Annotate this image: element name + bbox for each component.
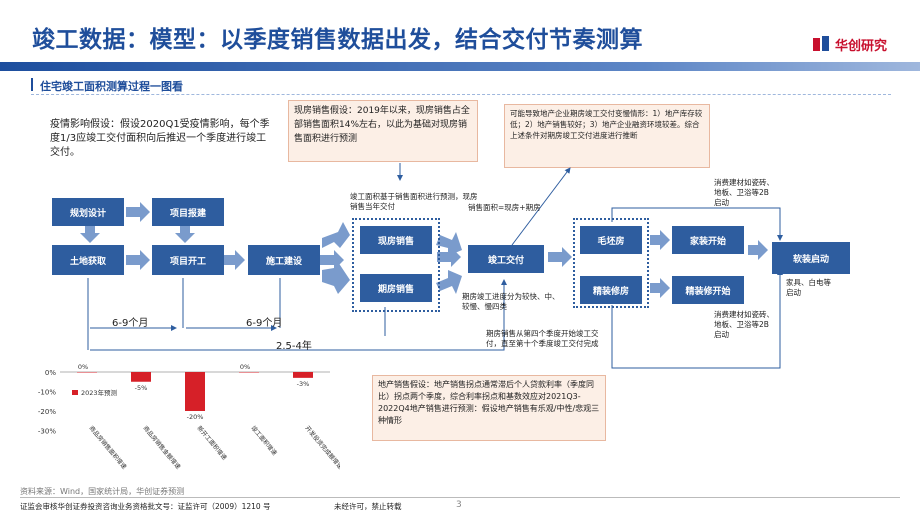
page-title: 竣工数据：模型：以季度销售数据出发，结合交付节奏测算	[32, 27, 643, 53]
category-label: 竣工面积增速	[249, 424, 278, 457]
legend-label: 2023年预测	[81, 388, 118, 397]
category-label: 新开工面积增速	[195, 424, 228, 461]
footer-divider	[20, 497, 900, 498]
section-divider	[31, 94, 891, 95]
logo-text: 华创研究	[835, 38, 888, 54]
y-tick-label: -30%	[38, 428, 56, 436]
property-sales-callout: 地产销售假设：地产销售拐点通常滞后个人贷款利率（季度同比）拐点两个季度，综合利率…	[372, 375, 606, 441]
period-land-to-completion: 2.5-4年	[276, 341, 312, 352]
bar-value-label: 0%	[240, 363, 250, 371]
construction-box: 施工建设	[248, 245, 320, 275]
fine-decor-start-box: 精装修开始	[672, 276, 744, 304]
sales-group-frame	[352, 218, 440, 312]
bar-value-label: -3%	[297, 380, 310, 388]
category-label: 商品房销售面积增速	[87, 424, 128, 471]
materials-bottom-label: 消费建材如瓷砖、地板、卫浴等2B启动	[714, 310, 774, 339]
y-tick-label: -10%	[38, 389, 56, 397]
y-tick-label: 0%	[45, 369, 56, 377]
approval-box: 项目报建	[152, 198, 224, 226]
y-tick-label: -20%	[38, 408, 56, 416]
rights-text: 未经许可，禁止转载	[334, 502, 402, 511]
bar	[293, 372, 313, 378]
forward-split-label: 期房竣工进度分为较快、中、较慢、慢四类	[462, 292, 560, 311]
forecast-bar-chart: 0% -10% -20% -30% 2023年预测 0% 商品房销售面积增速 -5% 商品房销售…	[38, 363, 340, 471]
spot-sales-box: 现房销售	[360, 226, 432, 254]
sales-assumption-callout: 现房销售假设：2019年以来，现房销售占全部销售面积14%左右，以此为基础对现房…	[288, 100, 478, 162]
bar	[77, 372, 97, 373]
appliances-label: 家具、白电等启动	[786, 278, 831, 297]
period-start-to-construction: 6-9个月	[246, 318, 283, 329]
epidemic-note: 疫情影响假设：假设2020Q1受疫情影响，每个季度1/3应竣工交付面积向后推迟一…	[50, 119, 270, 158]
planning-box: 规划设计	[52, 198, 124, 226]
logo-icon	[813, 36, 829, 51]
source-note: 资料来源：Wind，国家统计局，华创证券预测	[20, 487, 185, 496]
category-label: 开发投资完成额增速	[303, 424, 340, 471]
legend-swatch	[72, 390, 78, 395]
forward-schedule-label: 期房销售从第四个季度开始竣工交付，直至第十个季度竣工交付完成	[486, 329, 599, 348]
forward-sales-box: 期房销售	[360, 274, 432, 302]
fine-decorated-house-box: 精装修房	[580, 276, 642, 304]
area-note-label: 竣工面积基于销售面积进行预测，现房销售当年交付	[350, 192, 478, 211]
brand-logo: 华创研究	[812, 34, 887, 54]
land-acquisition-box: 土地获取	[52, 245, 124, 275]
soft-decor-start-box: 软装启动	[772, 242, 850, 274]
materials-top-label: 消费建材如瓷砖、地板、卫浴等2B启动	[714, 178, 774, 207]
category-label: 商品房销售金额增速	[141, 424, 182, 471]
header-bar	[0, 62, 920, 71]
bar-value-label: -5%	[135, 384, 148, 392]
project-start-box: 项目开工	[152, 245, 224, 275]
page-number: 3	[456, 500, 462, 510]
bar	[239, 372, 259, 373]
bar	[131, 372, 151, 382]
license-text: 证监会审核华创证券投资咨询业务资格批文号：证监许可（2009）1210 号	[20, 502, 271, 511]
factors-callout: 可能导致地产企业期房竣工交付变慢情形：1）地产库存较低；2）地产销售较好；3）地…	[504, 104, 710, 168]
bare-house-box: 毛坯房	[580, 226, 642, 254]
completion-delivery-box: 竣工交付	[468, 245, 544, 273]
delivery-type-group-frame	[573, 218, 649, 308]
bar-value-label: -20%	[187, 413, 204, 421]
subtitle-marker	[31, 78, 33, 91]
home-decor-start-box: 家装开始	[672, 226, 744, 254]
section-subtitle: 住宅竣工面积测算过程一图看	[40, 80, 183, 93]
bar-value-label: 0%	[78, 363, 88, 371]
period-land-to-start: 6-9个月	[112, 318, 149, 329]
bar	[185, 372, 205, 411]
sales-formula-label: 销售面积=现房+期房	[468, 203, 541, 212]
